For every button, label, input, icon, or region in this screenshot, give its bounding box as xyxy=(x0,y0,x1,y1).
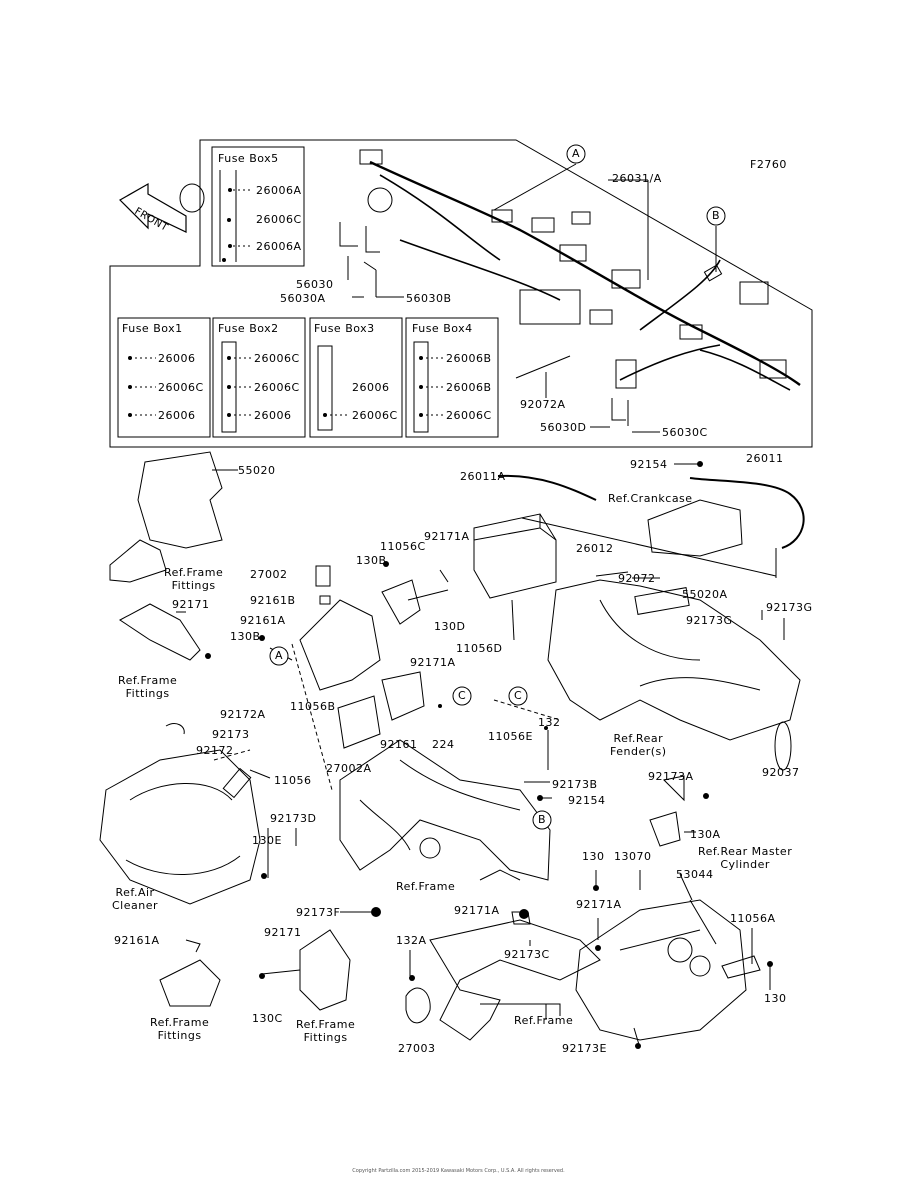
part-label: 92171A xyxy=(454,904,500,917)
part-label: Ref.Frame Fittings xyxy=(296,1018,356,1044)
part-label: 92161A xyxy=(114,934,160,947)
part-label: 11056B xyxy=(290,700,336,713)
part-label: 92172A xyxy=(220,708,266,721)
part-label: 92072A xyxy=(520,398,566,411)
fuse-box2-title: Fuse Box2 xyxy=(218,322,279,335)
part-label: 130E xyxy=(252,834,282,847)
part-label: 92173C xyxy=(504,948,550,961)
fuse-box2-item: 26006C xyxy=(254,381,300,394)
part-label: 130A xyxy=(690,828,721,841)
part-label: 92171A xyxy=(576,898,622,911)
callout-B: B xyxy=(712,209,721,222)
callout-A: A xyxy=(572,147,581,160)
part-label: 27002A xyxy=(326,762,372,775)
part-label: 130B xyxy=(230,630,261,643)
part-label: 132A xyxy=(396,934,427,947)
part-label: 130 xyxy=(582,850,605,863)
callout-B: B xyxy=(538,813,547,826)
part-label: 26031/A xyxy=(612,172,662,185)
part-label: 92037 xyxy=(762,766,800,779)
part-label: Ref.Frame Fittings xyxy=(118,674,178,700)
part-label: 224 xyxy=(432,738,455,751)
part-label: 13070 xyxy=(614,850,652,863)
part-label: 11056A xyxy=(730,912,776,925)
fuse-box3-item: 26006C xyxy=(352,409,398,422)
fuse-box4-item: 26006C xyxy=(446,409,492,422)
part-label: Ref.Rear Fender(s) xyxy=(610,732,667,758)
fuse-box3-title: Fuse Box3 xyxy=(314,322,375,335)
part-label: 11056C xyxy=(380,540,426,553)
fuse-box5-title: Fuse Box5 xyxy=(218,152,279,165)
part-label: 92171 xyxy=(172,598,210,611)
part-label: 92072 xyxy=(618,572,656,585)
part-label: 92161A xyxy=(240,614,286,627)
part-label: 92161B xyxy=(250,594,296,607)
part-label: 56030C xyxy=(662,426,708,439)
part-label: 92173E xyxy=(562,1042,607,1055)
part-label: Ref.Frame xyxy=(396,880,456,893)
part-label: 53044 xyxy=(676,868,714,881)
part-label: 26011A xyxy=(460,470,506,483)
fuse-box1-item: 26006 xyxy=(158,352,196,365)
part-label: Ref.Frame Fittings xyxy=(150,1016,210,1042)
part-label: 92173F xyxy=(296,906,341,919)
part-label: 56030D xyxy=(540,421,587,434)
part-label: 56030 xyxy=(296,278,334,291)
part-label: Ref.Air Cleaner xyxy=(112,886,159,912)
part-label: 92172 xyxy=(196,744,234,757)
part-label: 92171A xyxy=(424,530,470,543)
part-label: 26012 xyxy=(576,542,614,555)
callout-C: C xyxy=(458,689,467,702)
fuse-box2-item: 26006C xyxy=(254,352,300,365)
part-label: 130C xyxy=(252,1012,283,1025)
part-label: 92161 xyxy=(380,738,418,751)
part-label: 92154 xyxy=(630,458,668,471)
part-label: 27002 xyxy=(250,568,288,581)
part-label: 92173G xyxy=(686,614,733,627)
part-label: 92173B xyxy=(552,778,598,791)
part-label: 92173G xyxy=(766,601,813,614)
part-label: 56030B xyxy=(406,292,452,305)
fuse-box5-item: 26006A xyxy=(256,184,302,197)
part-label: 26011 xyxy=(746,452,784,465)
part-label: 55020 xyxy=(238,464,276,477)
callout-C: C xyxy=(514,689,523,702)
part-label: 92173D xyxy=(270,812,317,825)
copyright-footer: Copyright Partzilla.com 2015-2019 Kawasa… xyxy=(352,1168,565,1174)
part-label: 27003 xyxy=(398,1042,436,1055)
fuse-box4-item: 26006B xyxy=(446,352,492,365)
part-label: 11056E xyxy=(488,730,533,743)
fuse-box4-title: Fuse Box4 xyxy=(412,322,473,335)
part-label: 56030A xyxy=(280,292,326,305)
fuse-box3-item: 26006 xyxy=(352,381,390,394)
part-label: 130 xyxy=(764,992,787,1005)
part-label: 92154 xyxy=(568,794,606,807)
figure-code: F2760 xyxy=(750,158,787,171)
fuse-box1-item: 26006 xyxy=(158,409,196,422)
part-label: 11056 xyxy=(274,774,312,787)
fuse-box2-item: 26006 xyxy=(254,409,292,422)
part-label: 92171A xyxy=(410,656,456,669)
part-label: 92173A xyxy=(648,770,694,783)
part-label: 130D xyxy=(434,620,466,633)
fuse-box5-item: 26006C xyxy=(256,213,302,226)
part-label: Ref.Rear Master Cylinder xyxy=(698,845,793,871)
part-label: 11056D xyxy=(456,642,503,655)
part-label: Ref.Frame Fittings xyxy=(164,566,224,592)
fuse-box1-item: 26006C xyxy=(158,381,204,394)
part-label: 92171 xyxy=(264,926,302,939)
fuse-box5-item: 26006A xyxy=(256,240,302,253)
part-label: Ref.Frame xyxy=(514,1014,574,1027)
part-label: 55020A xyxy=(682,588,728,601)
callout-A: A xyxy=(275,649,284,662)
part-label: 92173 xyxy=(212,728,250,741)
fuse-box4-item: 26006B xyxy=(446,381,492,394)
fuse-box1-title: Fuse Box1 xyxy=(122,322,183,335)
part-label: Ref.Crankcase xyxy=(608,492,693,505)
front-arrow-icon xyxy=(119,182,187,233)
part-label: 130B xyxy=(356,554,387,567)
part-label: 132 xyxy=(538,716,561,729)
